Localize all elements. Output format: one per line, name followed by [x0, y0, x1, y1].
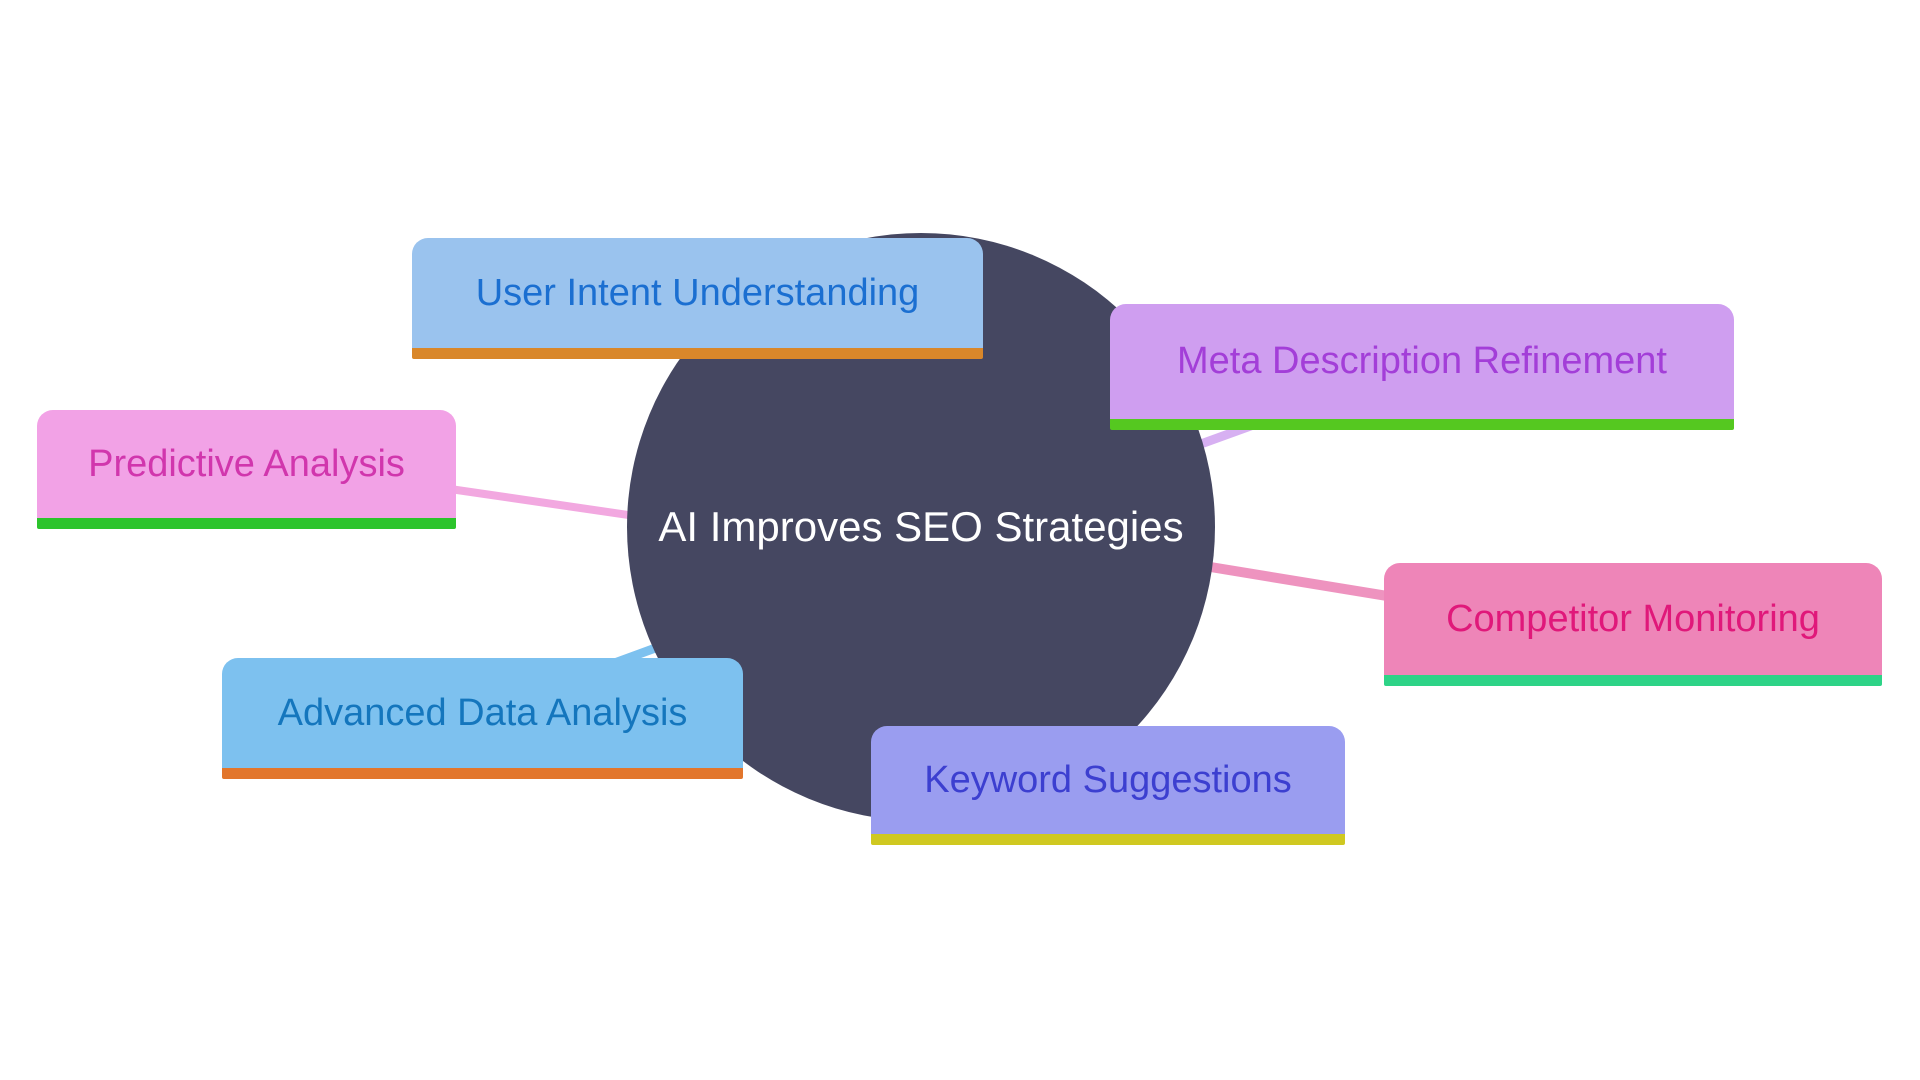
node-advanced-data-analysis[interactable]: Advanced Data Analysis — [222, 658, 743, 779]
node-predictive-analysis[interactable]: Predictive Analysis — [37, 410, 456, 529]
node-advanced-data-analysis-label: Advanced Data Analysis — [277, 691, 688, 734]
node-competitor-monitoring[interactable]: Competitor Monitoring — [1384, 563, 1882, 686]
node-keyword-suggestions[interactable]: Keyword Suggestions — [871, 726, 1345, 845]
node-meta-description-refinement-label: Meta Description Refinement — [1177, 340, 1667, 382]
central-topic-label: AI Improves SEO Strategies — [658, 503, 1184, 550]
node-keyword-suggestions-label: Keyword Suggestions — [924, 758, 1292, 801]
node-user-intent-understanding[interactable]: User Intent Understanding — [412, 238, 983, 359]
node-user-intent-understanding-label: User Intent Understanding — [475, 271, 920, 314]
node-competitor-monitoring-label: Competitor Monitoring — [1446, 597, 1820, 640]
node-meta-description-refinement[interactable]: Meta Description Refinement — [1110, 304, 1734, 430]
node-predictive-analysis-label: Predictive Analysis — [88, 442, 405, 485]
